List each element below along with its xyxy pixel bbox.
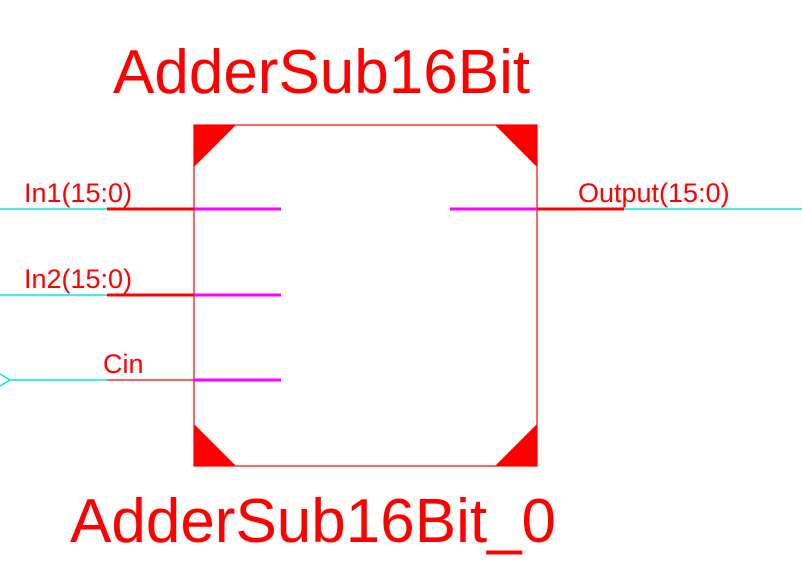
port-cin[interactable]: Cin	[0, 349, 281, 387]
corner-marker-bottom-right	[495, 424, 537, 466]
instance-name: AdderSub16Bit_0	[70, 487, 556, 556]
port-in1[interactable]: In1(15:0)	[0, 178, 281, 211]
port-in2[interactable]: In2(15:0)	[0, 264, 281, 297]
corner-marker-top-right	[495, 125, 537, 167]
corner-marker-top-left	[194, 125, 236, 167]
port-label-cin: Cin	[103, 349, 144, 379]
input-marker-icon	[0, 373, 12, 387]
port-output[interactable]: Output(15:0)	[450, 178, 802, 211]
corner-marker-bottom-left	[194, 424, 236, 466]
symbol-name: AdderSub16Bit	[113, 38, 530, 107]
port-label-output: Output(15:0)	[578, 178, 730, 208]
port-label-in1: In1(15:0)	[24, 178, 132, 208]
port-label-in2: In2(15:0)	[24, 264, 132, 294]
